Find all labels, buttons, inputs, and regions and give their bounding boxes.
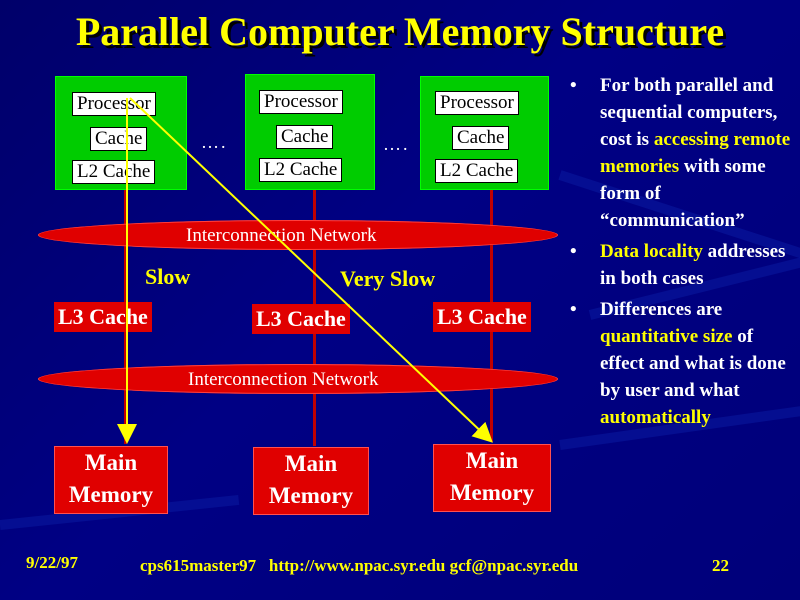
l2-cache-label: L2 Cache	[259, 158, 343, 182]
cache-label: Cache	[276, 125, 334, 149]
memory-line-1: Main	[284, 451, 338, 476]
footer-center: cps615master97 http://www.npac.syr.edu g…	[140, 556, 579, 575]
interconnection-network-bottom	[38, 364, 558, 394]
bullet-item: • Differences are quantitative size of ef…	[562, 296, 794, 431]
highlighted-text: automatically	[600, 407, 711, 428]
processor-label: Processor	[435, 91, 519, 115]
ellipsis: ….	[201, 132, 228, 152]
highlighted-text: accessing remote memories	[600, 129, 791, 177]
highlighted-text: Data locality	[600, 241, 703, 262]
l3-cache: L3 Cache	[54, 302, 152, 332]
bullet-item: • For both parallel and sequential comput…	[562, 72, 794, 234]
bullet-list: • For both parallel and sequential comput…	[562, 72, 794, 435]
bullet-text: with some form of “communication”	[600, 156, 766, 231]
cache-label: Cache	[90, 127, 148, 151]
l3-cache: L3 Cache	[252, 304, 350, 334]
processor-label: Processor	[72, 92, 156, 116]
highlighted-text: quantitative size	[600, 326, 733, 347]
bullet-icon: •	[570, 299, 577, 320]
l2-cache-label: L2 Cache	[72, 160, 156, 184]
l2-cache-label: L2 Cache	[435, 159, 519, 183]
slow-label: Slow	[145, 264, 191, 289]
bullet-icon: •	[570, 241, 577, 262]
network-label: Interconnection Network	[188, 369, 379, 390]
memory-line-2: Memory	[68, 482, 154, 507]
footer-date: 9/22/97	[26, 553, 78, 572]
very-slow-access-arrow	[129, 97, 493, 443]
memory-line-1: Main	[84, 450, 138, 475]
network-label: Interconnection Network	[186, 225, 377, 246]
processor-label: Processor	[259, 90, 343, 114]
main-memory: Main Memory	[253, 447, 369, 515]
footer-page-number: 22	[712, 556, 729, 575]
memory-line-2: Memory	[449, 480, 535, 505]
main-memory: Main Memory	[54, 446, 168, 514]
interconnection-network-top	[38, 220, 558, 250]
bullet-icon: •	[570, 75, 577, 96]
bullet-text: addresses in both cases	[600, 241, 786, 289]
bullet-text: Differences are	[600, 299, 723, 320]
main-memory: Main Memory	[433, 444, 551, 512]
slide-title: Parallel Computer Memory Structure	[75, 9, 725, 54]
memory-line-1: Main	[465, 448, 519, 473]
bullet-text: For both parallel and sequential compute…	[600, 75, 778, 150]
bullet-text: of effect and what is done by user and w…	[600, 326, 786, 401]
ellipsis: ….	[383, 134, 410, 154]
l3-cache: L3 Cache	[433, 302, 531, 332]
memory-line-2: Memory	[268, 483, 354, 508]
very-slow-label: Very Slow	[340, 266, 436, 291]
cache-label: Cache	[452, 126, 510, 150]
bullet-item: • Data locality addresses in both cases	[562, 238, 794, 292]
